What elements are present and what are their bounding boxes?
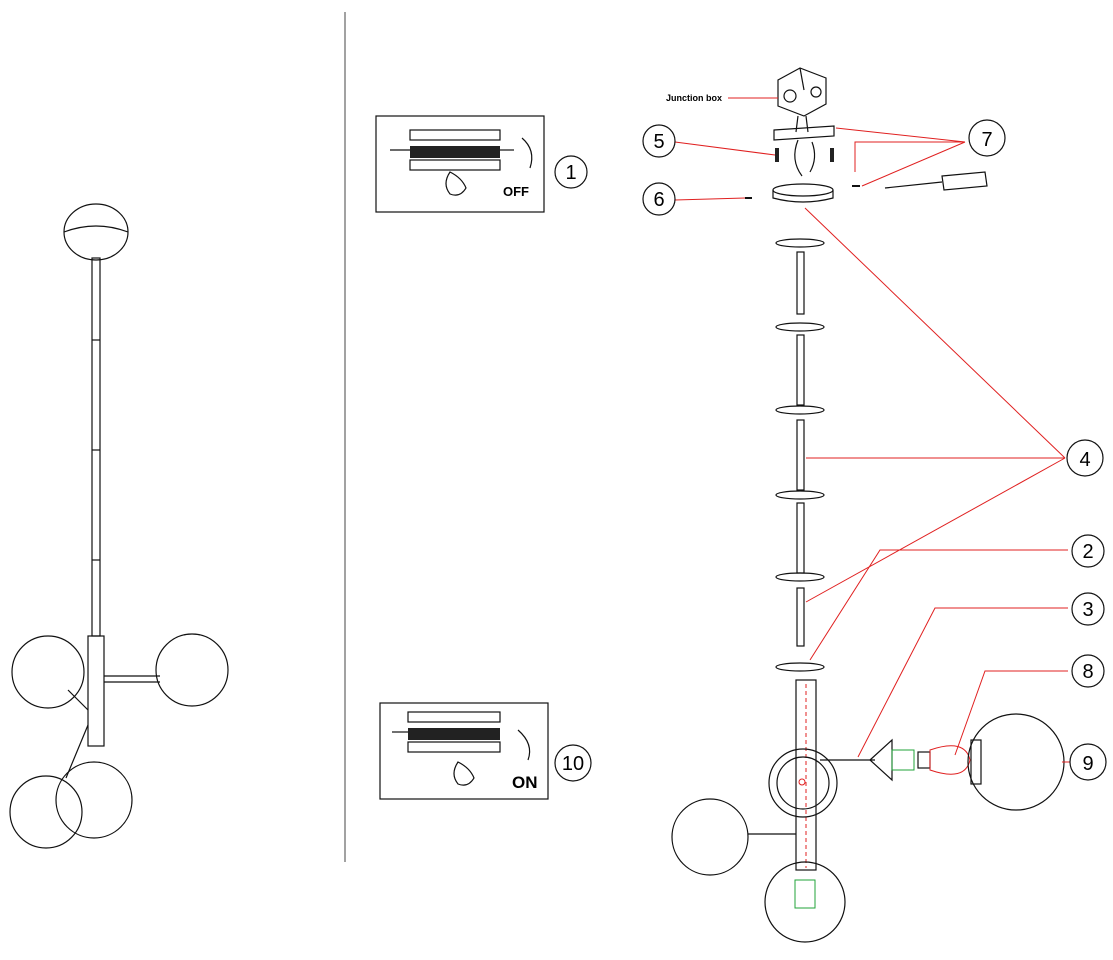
junction-box-label: Junction box	[666, 93, 722, 103]
leader-lines	[674, 127, 1070, 763]
overview-globe	[155, 633, 229, 707]
step-10-power-on: ON 10	[379, 702, 592, 800]
breaker-off-frame	[375, 115, 545, 213]
hand-icon	[445, 171, 467, 196]
svg-text:8: 8	[1082, 661, 1093, 683]
svg-text:1: 1	[565, 162, 576, 184]
bulb-icon	[917, 745, 971, 775]
off-label: OFF	[503, 184, 529, 199]
svg-text:4: 4	[1079, 449, 1090, 471]
globe-shade-icon	[671, 798, 749, 876]
svg-text:3: 3	[1082, 599, 1093, 621]
screw-5	[775, 148, 779, 162]
mounting-bracket	[773, 125, 835, 141]
central-body	[671, 679, 846, 943]
callout-1	[554, 155, 588, 189]
callout-5: 5	[642, 124, 676, 158]
step-1-power-off: OFF 1	[375, 115, 588, 213]
callout-9: 9	[1069, 743, 1107, 781]
callout-6: 6	[642, 182, 676, 216]
on-label: ON	[512, 773, 538, 792]
overview-globe	[9, 775, 83, 849]
overview-globe	[55, 761, 133, 839]
callout-10	[554, 744, 592, 782]
globe-shade-icon	[764, 861, 846, 943]
assembled-fixture-overview	[9, 203, 229, 849]
overview-hub	[87, 635, 105, 747]
globe-shade-icon	[967, 713, 1065, 811]
screwdriver-icon	[884, 171, 988, 191]
svg-text:10: 10	[562, 753, 584, 775]
callouts: 5 6 7 4 2 3 8 9	[642, 119, 1107, 781]
rod-assembly	[775, 238, 825, 672]
breaker-panel-icon	[392, 711, 501, 753]
exploded-view: Junction box	[666, 67, 1065, 943]
callout-4: 4	[1066, 439, 1104, 477]
svg-text:7: 7	[981, 129, 992, 151]
overview-rod	[91, 257, 101, 637]
callout-7: 7	[968, 119, 1006, 157]
callout-8: 8	[1071, 654, 1105, 688]
junction-box	[777, 67, 827, 133]
overview-canopy	[63, 203, 129, 261]
svg-text:5: 5	[653, 131, 664, 153]
breaker-panel-icon	[390, 129, 514, 171]
svg-text:6: 6	[653, 189, 664, 211]
canopy-icon	[772, 183, 834, 197]
hand-icon	[453, 761, 475, 786]
callout-2: 2	[1071, 534, 1105, 568]
svg-text:2: 2	[1082, 541, 1093, 563]
arrow-down-icon	[521, 137, 533, 169]
callout-3: 3	[1071, 592, 1105, 626]
svg-text:9: 9	[1082, 753, 1093, 775]
overview-globe	[11, 635, 85, 709]
breaker-on-frame	[379, 702, 549, 800]
arrow-up-icon	[517, 729, 531, 761]
